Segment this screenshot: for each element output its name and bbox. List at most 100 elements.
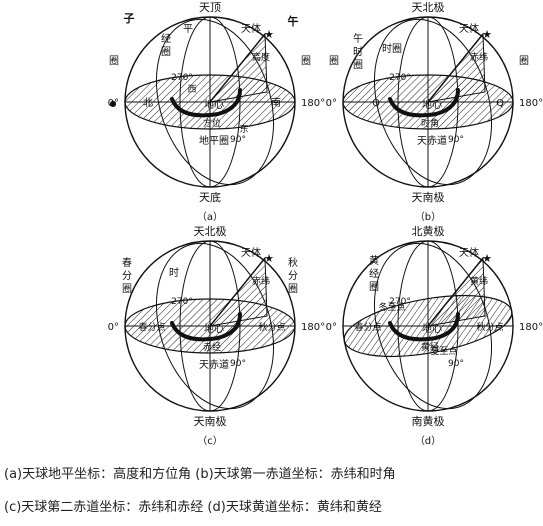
hour-circle [155, 18, 275, 186]
angle-arc [170, 312, 242, 342]
plane-label: 天赤道 [199, 358, 229, 371]
hour-circle [155, 242, 275, 410]
zi-label: 子 [124, 12, 135, 25]
right-value-label: 180° [301, 98, 325, 109]
noon-circle-label: 午时圈 [353, 32, 363, 71]
body-label: 天体 [459, 247, 479, 259]
autumn-colure-label-char: 分 [288, 270, 298, 282]
top-pole-label: 北黄极 [412, 224, 445, 238]
angle-label: 赤纬 [252, 275, 270, 287]
arc-label: 赤经 [203, 341, 221, 353]
v90-label: 90° [448, 359, 464, 369]
arc-label: 黄经 [421, 341, 439, 353]
autumn-colure-label-char: 秋 [288, 256, 298, 269]
west-label: 西 [187, 84, 196, 95]
vernal-point-label: 春分点 [138, 321, 165, 333]
shi-quan-label: 时圈 [382, 43, 402, 55]
star-icon: ★ [264, 252, 274, 265]
body-label: 天体 [459, 23, 479, 35]
panel-label: （d） [415, 435, 441, 445]
south-point-label: 南 [271, 96, 281, 109]
angle-label: 高度 [252, 51, 270, 63]
body-vector [209, 33, 266, 103]
noon-circle-label-char: 时 [353, 46, 363, 58]
right-value-label: 180° [301, 322, 325, 333]
meridian-label-char: 经 [161, 32, 171, 45]
caption-line-1: (a)天球地平坐标：高度和方位角 (b)天球第一赤道坐标：赤纬和时角 [4, 467, 396, 482]
body-vector [427, 33, 484, 103]
panel-label: （b） [415, 211, 441, 223]
right-value-label: 180° [519, 98, 543, 109]
ecliptic-circle-label-char: 经 [369, 267, 379, 280]
autumn-colure-label-char: 圈 [288, 283, 298, 295]
ecliptic-circle-label-char: 圈 [369, 281, 379, 293]
angle-arc [170, 88, 242, 118]
v270-label: 270° [171, 297, 193, 307]
winter-solstice-label: 冬至点 [378, 301, 405, 313]
center-label: 地心 [204, 322, 224, 335]
noon-circle-label-char: 圈 [353, 59, 363, 71]
quan-left-label: 圈 [329, 55, 339, 67]
ping-label: 平 [183, 24, 193, 35]
panel-c: ★天北极天南极天体赤纬地心0°180°270°90°（c）赤经天赤道春分点秋分点… [108, 224, 325, 445]
summer-solstice-label: 夏至点 [430, 346, 457, 357]
arc-label: 方位 [203, 117, 221, 129]
body-vector [209, 257, 266, 327]
v90-label: 90° [448, 135, 464, 145]
quan-right-label: 圈 [519, 55, 529, 67]
panel-label: （a） [197, 211, 223, 223]
hour-label: 时 [169, 267, 179, 279]
v270-label: 270° [171, 73, 193, 83]
plane-label: 地平圈 [199, 134, 229, 147]
bottom-pole-label: 天底 [199, 190, 221, 204]
body-label: 天体 [241, 247, 261, 259]
caption-line-2: (c)天球第二赤道坐标：赤纬和赤经 (d)天球黄道坐标：黄纬和黄经 [4, 500, 382, 515]
star-icon: ★ [482, 252, 492, 265]
v90-label: 90° [230, 359, 246, 369]
left-value-label: 0° [108, 98, 119, 109]
vernal-colure-label-char: 分 [122, 270, 132, 282]
body-label: 天体 [241, 23, 261, 35]
vernal-colure-label-char: 春 [122, 257, 132, 269]
autumn-point-label: 秋分点 [258, 321, 285, 333]
vernal-colure-label: 春分圈 [122, 257, 132, 295]
celestial-coordinate-diagram: ★天顶天底天体高度地心0°180°270°90°（a）方位地平圈北南子午经圈平圈… [108, 0, 543, 445]
panel-a: ★天顶天底天体高度地心0°180°270°90°（a）方位地平圈北南子午经圈平圈… [108, 1, 325, 223]
angle-arc [388, 88, 460, 118]
vernal-point-label: 春分点 [354, 321, 381, 333]
top-pole-label: 天顶 [199, 1, 221, 14]
meridian-label: 经圈 [161, 32, 171, 58]
east-label: 东 [239, 123, 248, 135]
ecliptic-circle-label: 黄经圈 [369, 254, 379, 293]
bottom-pole-label: 南黄极 [412, 414, 445, 428]
noon-circle-label-char: 午 [353, 32, 363, 45]
right-value-label: 180° [519, 322, 543, 333]
plane-label: 天赤道 [417, 134, 447, 147]
ecliptic-circle-label-char: 黄 [369, 254, 379, 267]
star-icon: ★ [264, 28, 274, 41]
bottom-pole-label: 天南极 [194, 414, 227, 428]
wu-label: 午 [288, 14, 299, 28]
hour-circle [373, 18, 493, 186]
quan-right-label: 圈 [301, 55, 311, 67]
star-icon: ★ [482, 28, 492, 41]
vernal-colure-label-char: 圈 [122, 283, 132, 295]
top-pole-label: 天北极 [194, 224, 227, 238]
arc-label: 时角 [421, 117, 439, 129]
angle-arc [388, 312, 460, 342]
left-dot-icon: ● [110, 99, 117, 108]
angle-label: 黄纬 [470, 275, 488, 287]
meridian-label-char: 圈 [161, 46, 171, 58]
q-right-label: Q [496, 98, 504, 109]
angle-label: 赤纬 [470, 51, 488, 63]
v270-label: 270° [389, 73, 411, 83]
autumn-colure-label: 秋分圈 [288, 256, 298, 295]
left-value-label: 0° [326, 322, 337, 333]
panel-d: ★北黄极南黄极天体黄纬地心0°180°270°90°（d）黄经春分点秋分点黄经圈… [326, 224, 543, 445]
body-vector [427, 257, 484, 327]
autumn-point-label: 秋分点 [476, 321, 503, 333]
center-label: 地心 [422, 98, 442, 111]
v270-label: 270° [389, 297, 411, 307]
q-left-label: Q [372, 98, 380, 109]
